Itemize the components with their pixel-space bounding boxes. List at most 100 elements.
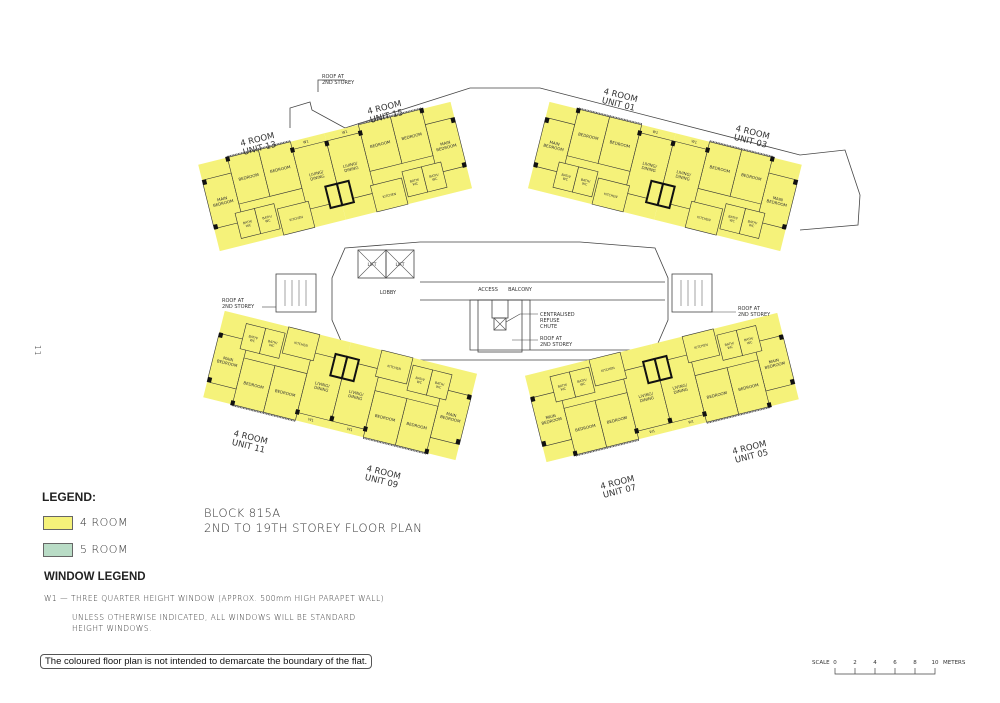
service-shaft [653,354,673,382]
window-legend-w1: W1 — THREE QUARTER HEIGHT WINDOW (APPROX… [44,594,385,603]
room [276,200,316,236]
room [719,203,746,235]
room-label: BEDROOM [609,139,631,149]
room-label: BEDROOM [238,172,260,182]
room-label: BEDROOM [606,415,628,425]
room-label: BATH/WC [560,173,572,183]
room-label: LIVING/DINING [675,169,692,182]
room-label: MAINBEDROOM [543,138,566,152]
room-label: BEDROOM [709,164,731,174]
room [588,351,627,387]
lift-label-1: LIFT [367,262,376,268]
scale-tick-6: 6 [893,660,897,666]
scale-label: SCALE [812,660,830,666]
room-label: KITCHEN [697,215,712,222]
room-label: BEDROOM [374,413,396,423]
room-label: BATH/WC [557,382,569,392]
room-label: KITCHEN [382,192,397,199]
scale-bar [834,668,936,675]
balcony-label: BALCONY [508,287,533,293]
room-label: BEDROOM [269,164,291,174]
unit-label: 4 ROOMUNIT 05 [731,439,769,466]
room-label: BATH/WC [724,341,736,351]
room-label: BATH/WC [580,178,592,188]
block-name: BLOCK 815A [204,506,281,520]
stair-right [671,273,713,313]
window-tag-w1: W1 [346,427,352,432]
room-label: LIVING/DINING [638,391,655,404]
room-label: BEDROOM [406,421,428,431]
room-label: MAINBEDROOM [540,412,563,426]
window-tag-w1: W1 [303,139,309,144]
room-label: BEDROOM [274,388,296,398]
room [401,166,429,198]
unit-unit-15[interactable]: MAINBEDROOMBEDROOMBEDROOMLIVING/DININGBA… [322,101,473,220]
unit-label: 4 ROOMUNIT 09 [363,464,401,491]
unit-label: 4 ROOMUNIT 01 [600,87,638,114]
floor-plan-subtitle: 2ND TO 19TH STOREY FLOOR PLAN [204,521,423,535]
window-legend-title: WINDOW LEGEND [44,571,146,583]
room-label: LIVING/DINING [672,382,689,395]
room-label: LIVING/DINING [641,161,658,174]
room-label: MAINBEDROOM [763,356,786,370]
service-shaft [340,355,361,383]
legend-title: LEGEND: [42,490,96,504]
room-label: LIVING/DINING [342,160,359,173]
stair-left [275,273,317,313]
legend-swatch-5-room [43,543,73,557]
room-label: BEDROOM [741,172,763,182]
unit-unit-09[interactable]: MAINBEDROOMBEDROOMBEDROOMLIVING/DININGBA… [327,342,478,461]
room-label: MAINBEDROOM [211,194,234,208]
room [571,166,599,198]
drawing-title: BLOCK 815A 2ND TO 19TH STOREY FLOOR PLAN [204,506,422,536]
room [254,203,281,235]
room [681,328,721,364]
room-label: BATH/WC [242,219,254,229]
room-label: BATH/WC [262,214,274,224]
room-label: LIVING/DINING [347,389,364,402]
window-tag-w1: W1 [308,417,314,422]
legend-label-5-room: 5 ROOM [80,543,128,556]
room [684,200,724,236]
legend-swatch-4-room [43,516,73,530]
room [591,177,630,213]
unit-unit-07[interactable]: MAINBEDROOM BEDROOM BEDROOM LIVING/DINING BA… [524,344,675,463]
unit-unit-05[interactable]: MAINBEDROOMBEDROOMBEDROOMLIVING/DININGBA… [649,312,799,432]
room-label: BATH/WC [744,336,756,346]
room-label: BEDROOM [706,390,728,400]
unit-unit-03[interactable]: MAINBEDROOMBEDROOMBEDROOMLIVING/DININGBA… [652,132,802,252]
unit-unit-01[interactable]: MAINBEDROOM BEDROOM BEDROOM LIVING/DINING BA… [527,101,678,220]
legend-label-4-room: 4 ROOM [80,516,128,529]
unit-label: 4 ROOMUNIT 07 [599,474,637,501]
scale-tick-4: 4 [873,660,877,666]
wing-2: MAINBEDROOM BEDROOM BEDROOM LIVING/DINING BA… [527,101,802,252]
room-label: KITCHEN [694,343,709,350]
room-label: BATH/WC [577,378,589,388]
window-tag-w1: W1 [688,419,694,424]
room-label: BATH/WC [429,172,441,182]
lift-label-2: LIFT [395,262,404,268]
scale-tick-2: 2 [853,660,857,666]
room-label: MAINBEDROOM [435,138,458,152]
room-label: BATH/WC [247,334,259,344]
room-label: BEDROOM [401,131,423,141]
room [568,366,596,398]
unit-label: 4 ROOMUNIT 03 [732,124,770,151]
room-label: KITCHEN [294,341,309,348]
window-tag-w1: W1 [691,139,697,144]
scale-tick-10: 10 [932,660,939,666]
room-label: BEDROOM [578,131,600,141]
room-label: BATH/WC [409,177,421,187]
unit-unit-11[interactable]: MAINBEDROOMBEDROOMBEDROOMLIVING/DININGBA… [203,310,353,430]
unit-label: 4 ROOMUNIT 11 [230,429,268,456]
room-label: BATH/WC [267,339,279,349]
room-label: BEDROOM [575,423,597,433]
scale-tick-8: 8 [913,660,917,666]
room [406,364,434,396]
